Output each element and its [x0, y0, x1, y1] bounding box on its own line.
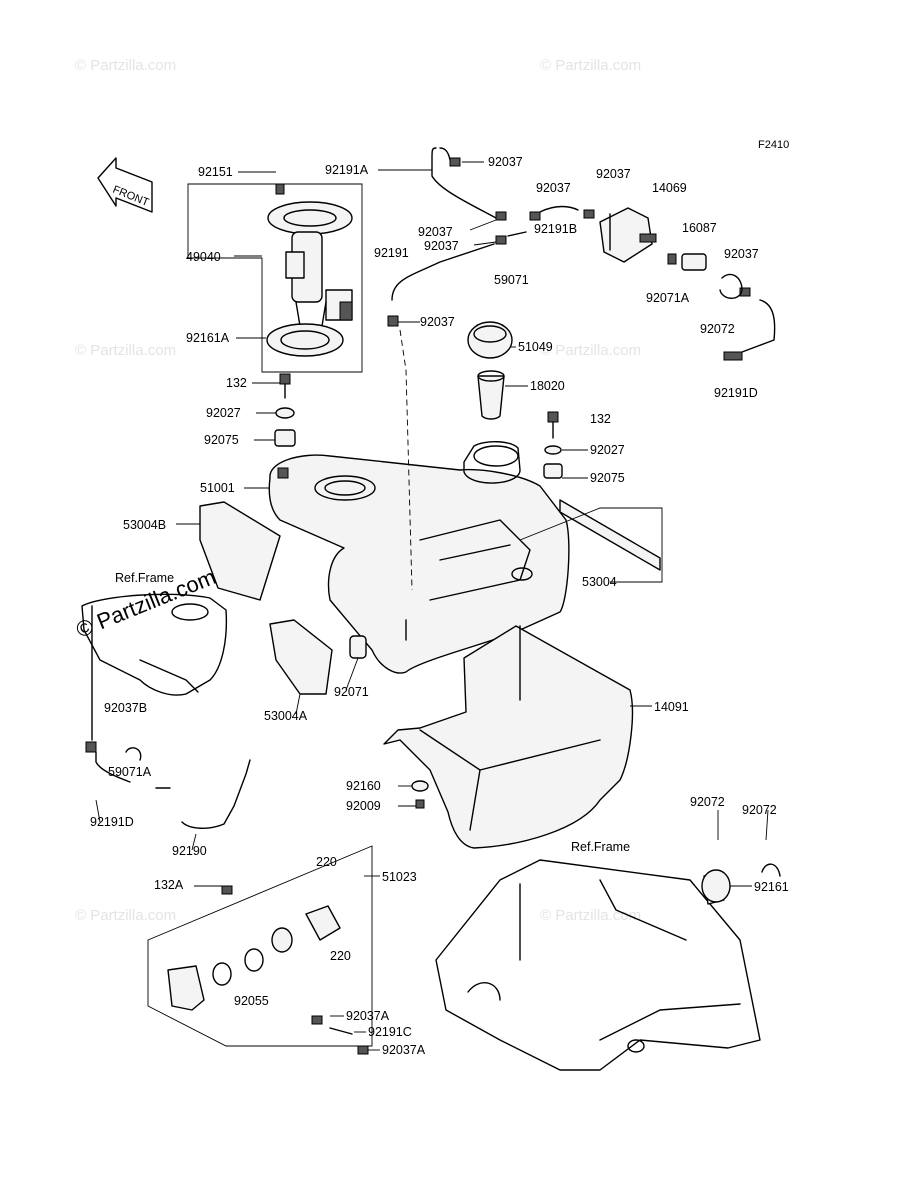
ref-frame-label: Ref.Frame [115, 571, 174, 585]
callout-label: 14069 [652, 181, 687, 195]
fuel-tank-51001 [268, 441, 570, 674]
mount-hardware-left [274, 373, 296, 447]
callout-label: 92037B [104, 701, 147, 715]
guard-14091 [383, 625, 634, 849]
callout-label: 92027 [206, 406, 241, 420]
fuel-pump-assembly [187, 183, 363, 373]
callout-label: 92037 [424, 239, 459, 253]
callout-label: 92037 [420, 315, 455, 329]
watermark: © Partzilla.com [540, 57, 641, 74]
callout-label: 92071A [646, 291, 690, 305]
grommet-92071 [349, 635, 367, 659]
filler-cap-51049 [467, 321, 513, 359]
callout-label: 132 [590, 412, 611, 426]
callout-label: 92191 [374, 246, 409, 260]
callout-label: 51023 [382, 870, 417, 884]
callout-label: 92037 [536, 181, 571, 195]
callout-label: 92161 [754, 880, 789, 894]
callout-label: 92037A [382, 1043, 426, 1057]
callout-label: 92071 [334, 685, 369, 699]
leader-lines [95, 161, 769, 1051]
callout-label: 132A [154, 878, 184, 892]
ref-frame-label: Ref.Frame [571, 840, 630, 854]
pad-53004 [519, 499, 663, 583]
callout-label: 92027 [590, 443, 625, 457]
callout-label: 92191B [534, 222, 577, 236]
fuel-cock-assembly [147, 845, 373, 1047]
grommet-92161 [701, 869, 731, 903]
callout-label: 132 [226, 376, 247, 390]
callout-label: 59071 [494, 273, 529, 287]
callout-label: 92075 [590, 471, 625, 485]
callout-label: 92037 [596, 167, 631, 181]
guard-bolts [411, 780, 429, 809]
gasket-92161a [266, 323, 344, 357]
callout-label: 16087 [682, 221, 717, 235]
watermark: © Partzilla.com [75, 907, 176, 924]
figure-code: F2410 [758, 139, 789, 151]
fuel-filter-16087 [667, 253, 776, 361]
callout-label: 92191A [325, 163, 369, 177]
callout-label: 92191D [90, 815, 134, 829]
breather-hose-assembly [387, 147, 595, 327]
watermark: © Partzilla.com [540, 907, 641, 924]
front-label: FRONT [111, 184, 151, 209]
callout-label: 18020 [530, 379, 565, 393]
callout-label: 51049 [518, 340, 553, 354]
callout-label: 53004 [582, 575, 617, 589]
watermark: © Partzilla.com [75, 342, 176, 359]
watermark: © Partzilla.com [75, 57, 176, 74]
callout-label: 92072 [700, 322, 735, 336]
callout-label: 53004A [264, 709, 308, 723]
callout-label: 59071A [108, 765, 152, 779]
callout-label: 92037 [724, 247, 759, 261]
callout-label: 92160 [346, 779, 381, 793]
callout-label: 49040 [186, 250, 221, 264]
callout-label: 92037A [346, 1009, 390, 1023]
lower-hose-assembly [85, 605, 251, 829]
callout-label: 92009 [346, 799, 381, 813]
callout-label: 220 [316, 855, 337, 869]
callout-label: 92191C [368, 1025, 412, 1039]
callout-label: 92151 [198, 165, 233, 179]
callout-label: 53004B [123, 518, 166, 532]
callout-label: 92037 [418, 225, 453, 239]
callout-label: 51001 [200, 481, 235, 495]
canister-14069 [599, 207, 657, 263]
callout-label: 92072 [690, 795, 725, 809]
callout-label: 92055 [234, 994, 269, 1008]
callout-labels: 92151 49040 92161A 132 92027 92075 51001… [90, 155, 789, 1057]
pad-53004b [199, 501, 281, 601]
callout-label: 92191D [714, 386, 758, 400]
callout-label: 14091 [654, 700, 689, 714]
watermark: © Partzilla.com [540, 342, 641, 359]
callout-label: 220 [330, 949, 351, 963]
frame-left [81, 593, 228, 696]
callout-label: 92161A [186, 331, 230, 345]
callout-label: 92037 [488, 155, 523, 169]
pad-53004a [269, 619, 333, 695]
callout-label: 92075 [204, 433, 239, 447]
callout-label: 92072 [742, 803, 777, 817]
filler-strainer-18020 [477, 370, 505, 420]
mount-hardware-right [543, 411, 563, 479]
front-arrow-icon: FRONT [97, 157, 153, 213]
callout-label: 92190 [172, 844, 207, 858]
